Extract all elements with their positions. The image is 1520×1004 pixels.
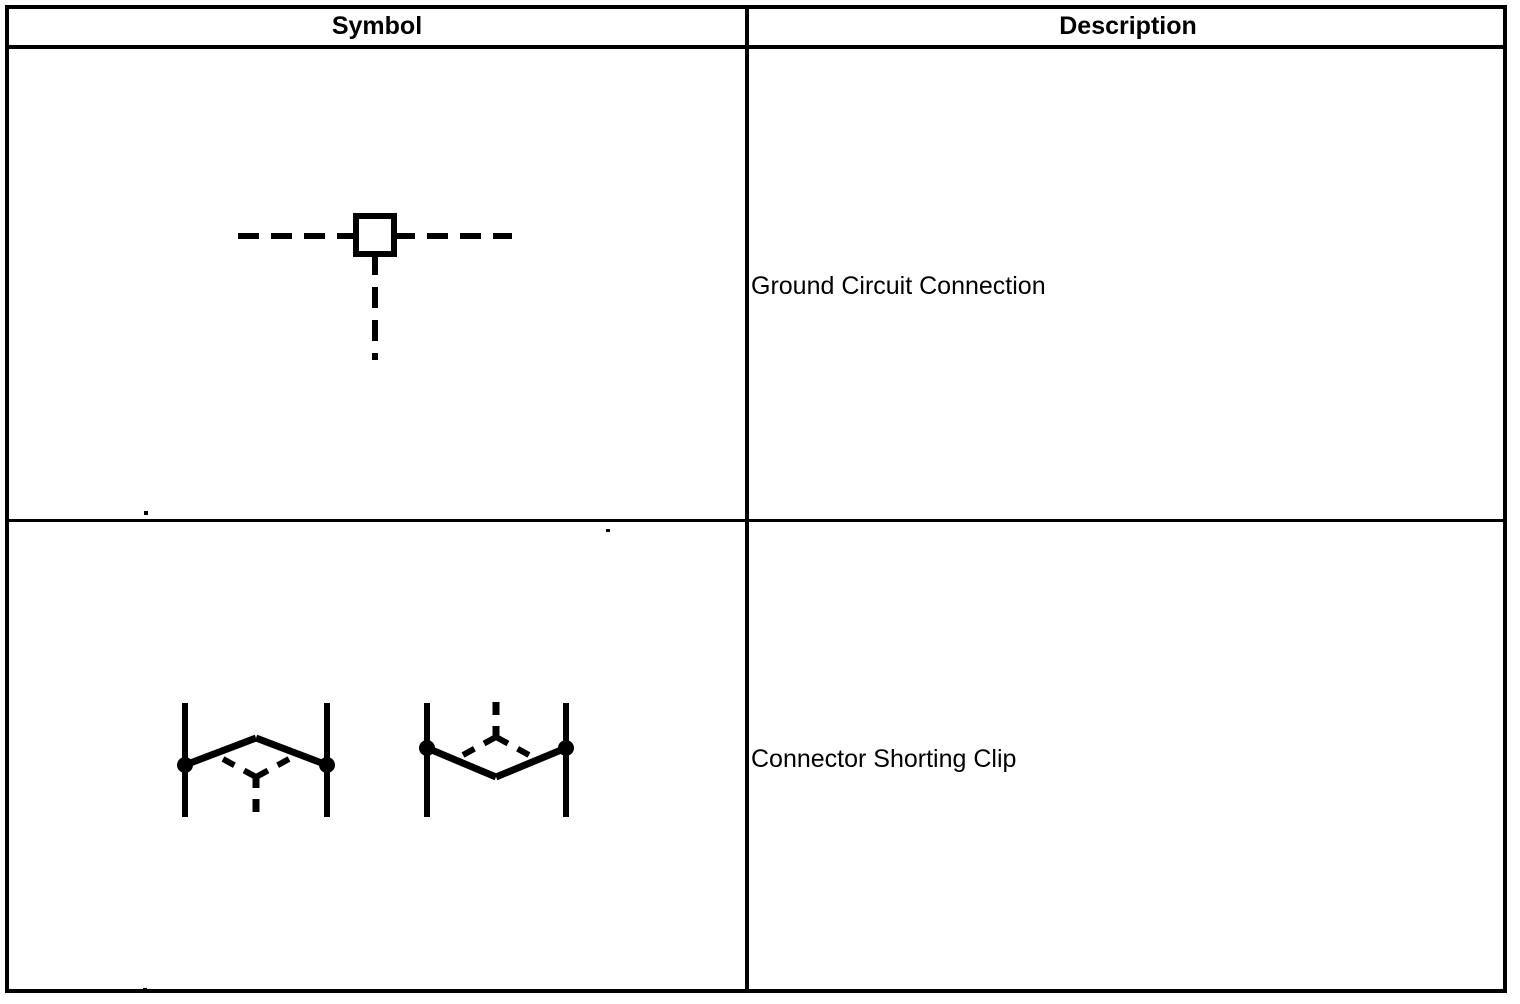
table-column-divider xyxy=(745,5,749,993)
table-outer-border xyxy=(5,5,1507,993)
column-header-symbol: Symbol xyxy=(331,12,423,40)
ground-circuit-connection-drawing xyxy=(238,213,512,360)
clip-left-arm-a xyxy=(183,734,258,769)
clip-right-arm-a xyxy=(425,744,498,781)
clip-right-dashed-branch-b xyxy=(494,734,531,758)
table-header-rule xyxy=(5,45,1507,49)
shorting-clip-variant-left xyxy=(177,703,335,817)
table-row-divider xyxy=(5,519,1507,522)
shorting-clip-variant-right xyxy=(419,699,574,817)
clip-left-contact-dot-b xyxy=(319,757,335,773)
scan-speck-artifact xyxy=(144,511,148,515)
clip-right-contact-dot-a xyxy=(419,740,435,756)
clip-left-dashed-branch-b xyxy=(254,756,291,780)
scan-speck-artifact xyxy=(606,529,610,532)
clip-right-arm-b xyxy=(494,744,568,781)
clip-left-arm-b xyxy=(254,734,329,769)
clip-left-contact-dot-a xyxy=(177,757,193,773)
description-connector-shorting-clip: Connector Shorting Clip xyxy=(751,745,1017,773)
ground-circuit-connection-symbol xyxy=(210,180,540,380)
clip-right-dashed-branch-a xyxy=(461,734,498,758)
connector-shorting-clip-symbol xyxy=(160,685,590,830)
description-ground-circuit-connection: Ground Circuit Connection xyxy=(751,272,1046,300)
column-header-description: Description xyxy=(1059,12,1197,40)
clip-left-dashed-branch-a xyxy=(221,756,258,780)
scan-speck-artifact xyxy=(143,988,147,992)
ground-connection-square xyxy=(353,213,397,257)
connector-shorting-clip-drawing xyxy=(177,699,574,817)
clip-right-contact-dot-b xyxy=(558,740,574,756)
